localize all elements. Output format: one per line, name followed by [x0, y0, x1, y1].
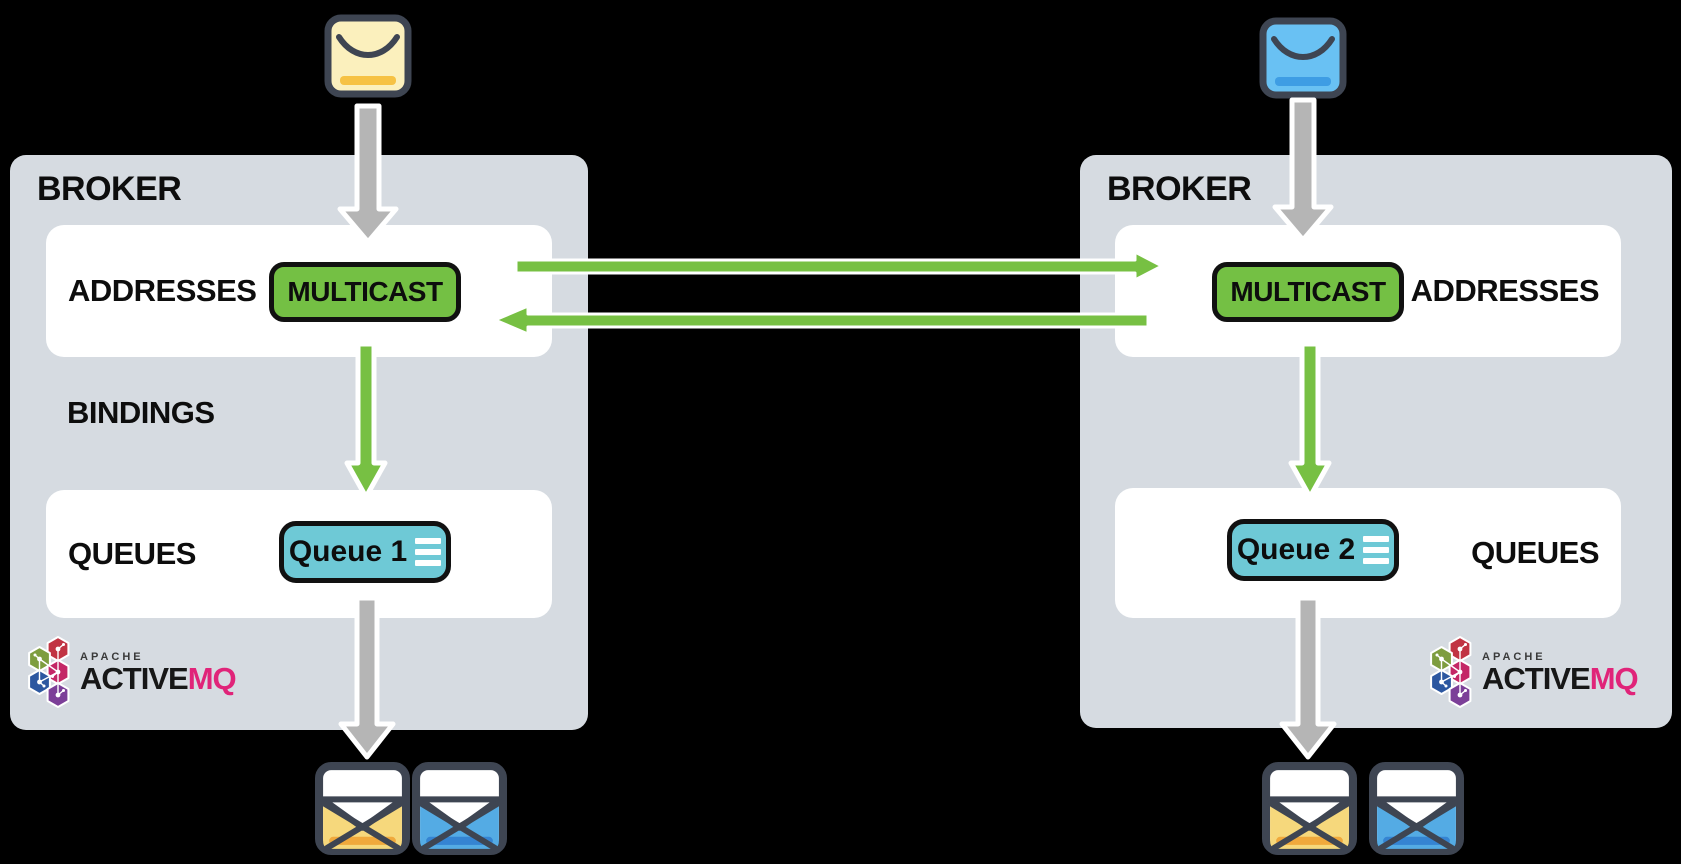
activemq-label: ACTIVEMQ	[1482, 660, 1639, 696]
queues-panel-left: QUEUES Queue 1	[46, 490, 552, 618]
activemq-hexagon-icon	[28, 636, 70, 708]
multicast-address-pill: MULTICAST	[1212, 262, 1404, 322]
multicast-forward-arrow	[514, 250, 1164, 282]
multicast-address-pill: MULTICAST	[269, 262, 461, 322]
open-envelope-blue-icon	[1369, 762, 1464, 855]
multicast-return-arrow	[493, 304, 1150, 336]
queue-name: Queue 1	[288, 535, 408, 568]
open-envelope-yellow-icon	[315, 762, 410, 855]
open-envelope-blue-icon	[412, 762, 507, 855]
addresses-label: ADDRESSES	[68, 273, 257, 308]
broker-title: BROKER	[1107, 170, 1252, 208]
broker-title: BROKER	[37, 170, 182, 208]
activemq-logo-text: APACHE ACTIVEMQ	[1482, 650, 1639, 696]
activemq-label: ACTIVEMQ	[80, 660, 237, 696]
bindings-label: BINDINGS	[67, 395, 215, 430]
list-icon	[415, 538, 442, 566]
activemq-logo: APACHE ACTIVEMQ	[1430, 636, 1639, 708]
apache-label: APACHE	[1482, 650, 1546, 663]
activemq-hexagon-icon	[1430, 636, 1472, 708]
activemq-logo: APACHE ACTIVEMQ	[28, 636, 237, 708]
queues-label: QUEUES	[1471, 535, 1599, 570]
broker-right: BROKER MULTICAST ADDRESSES Queue 2 QUEUE…	[1080, 155, 1672, 728]
queue-name: Queue 2	[1236, 533, 1356, 566]
apache-label: APACHE	[80, 650, 144, 663]
addresses-panel-right: MULTICAST ADDRESSES	[1115, 225, 1621, 357]
queue-pill: Queue 1	[279, 521, 451, 583]
closed-envelope-blue-icon	[1259, 17, 1347, 99]
queues-panel-right: Queue 2 QUEUES	[1115, 488, 1621, 618]
addresses-label: ADDRESSES	[1410, 273, 1600, 308]
list-icon	[1363, 536, 1390, 564]
activemq-logo-text: APACHE ACTIVEMQ	[80, 650, 237, 696]
queue-pill: Queue 2	[1227, 519, 1399, 581]
broker-left: BROKER ADDRESSES MULTICAST BINDINGS QUEU…	[10, 155, 588, 730]
addresses-panel-left: ADDRESSES MULTICAST	[46, 225, 552, 357]
queues-label: QUEUES	[68, 536, 196, 571]
closed-envelope-yellow-icon	[324, 14, 412, 98]
open-envelope-yellow-icon	[1262, 762, 1357, 855]
